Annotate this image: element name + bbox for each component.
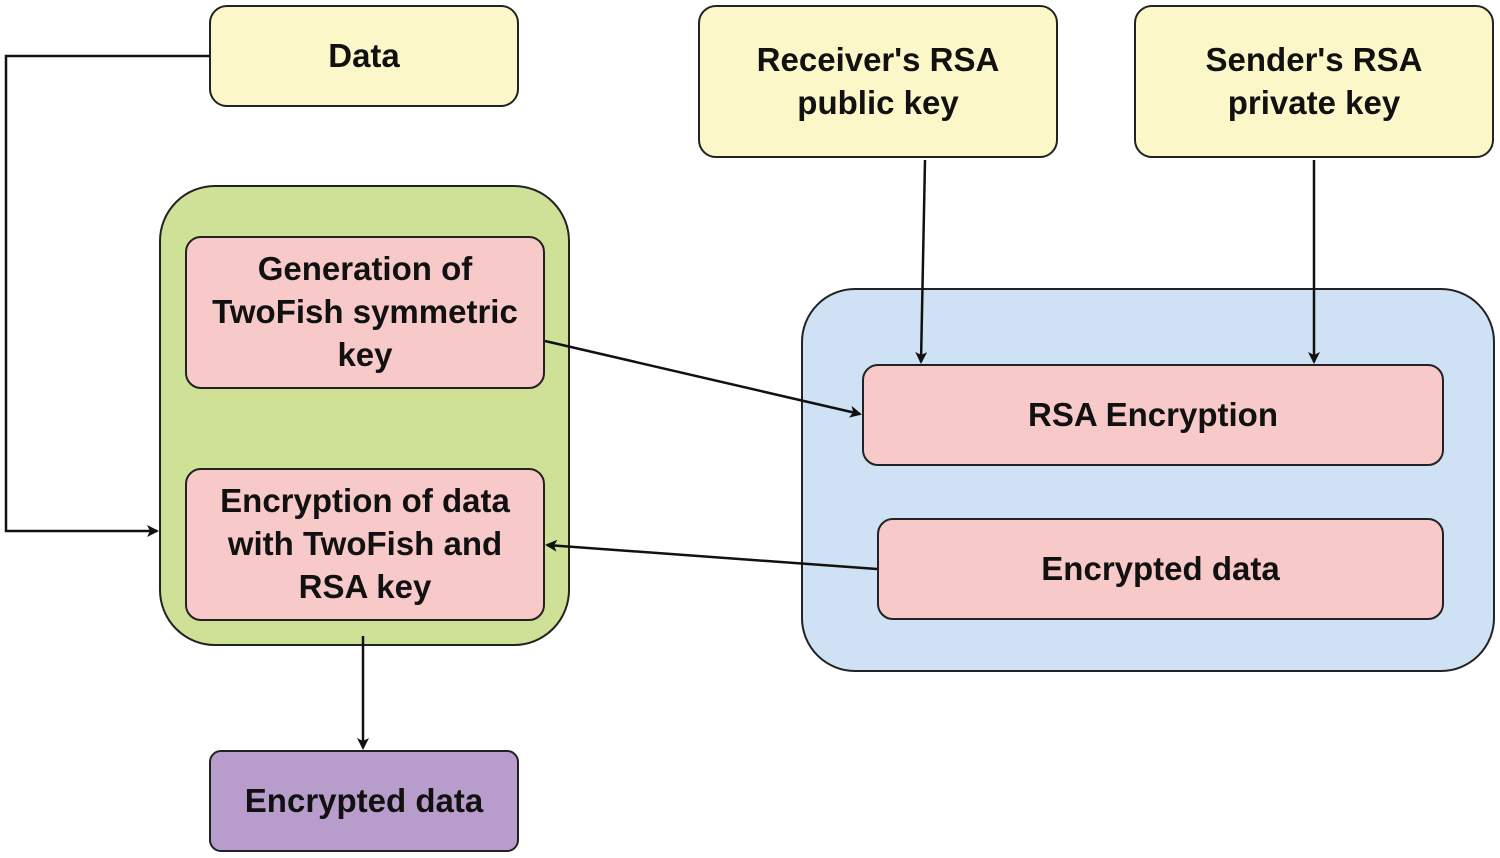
receiver-public-key-node: Receiver's RSA public key <box>698 5 1058 158</box>
receiver-public-key-label: Receiver's RSA public key <box>756 40 1000 121</box>
rsa-encrypted-data-label: Encrypted data <box>1041 549 1280 587</box>
twofish-key-generation-label: Generation of TwoFish symmetric key <box>212 250 518 373</box>
encrypted-data-output-node: Encrypted data <box>209 750 519 852</box>
data-node: Data <box>209 5 519 107</box>
twofish-encryption-node: Encryption of data with TwoFish and RSA … <box>185 468 545 621</box>
encrypted-data-output-label: Encrypted data <box>244 781 484 819</box>
rsa-encryption-node: RSA Encryption <box>862 364 1444 466</box>
twofish-encryption-label: Encryption of data with TwoFish and RSA … <box>220 482 510 605</box>
twofish-key-generation-node: Generation of TwoFish symmetric key <box>185 236 545 389</box>
rsa-encrypted-data-node: Encrypted data <box>877 518 1444 620</box>
sender-private-key-label: Sender's RSA private key <box>1205 40 1423 121</box>
rsa-encryption-label: RSA Encryption <box>1028 395 1278 433</box>
sender-private-key-node: Sender's RSA private key <box>1134 5 1494 158</box>
data-node-label: Data <box>328 36 400 74</box>
